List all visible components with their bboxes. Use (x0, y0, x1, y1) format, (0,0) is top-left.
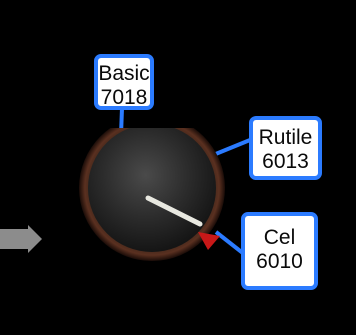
knob-face (88, 128, 216, 252)
callout-rutile-label: Rutile (258, 126, 313, 149)
callout-basic[interactable]: Basic 7018 (94, 54, 154, 110)
red-indicator-icon (198, 232, 220, 250)
callout-cel-value: 6010 (256, 250, 303, 273)
callout-basic-value: 7018 (100, 86, 148, 109)
left-pointer-arrow-icon (0, 225, 42, 253)
callout-rutile[interactable]: Rutile 6013 (249, 116, 322, 180)
connector-cel (214, 230, 246, 256)
callout-cel-label: Cel (263, 226, 296, 249)
selector-knob[interactable] (76, 128, 228, 280)
callout-rutile-value: 6013 (262, 150, 309, 173)
knob-pointer-needle (145, 195, 203, 227)
callout-cel[interactable]: Cel 6010 (241, 212, 318, 290)
callout-basic-label: Basic (98, 62, 150, 85)
